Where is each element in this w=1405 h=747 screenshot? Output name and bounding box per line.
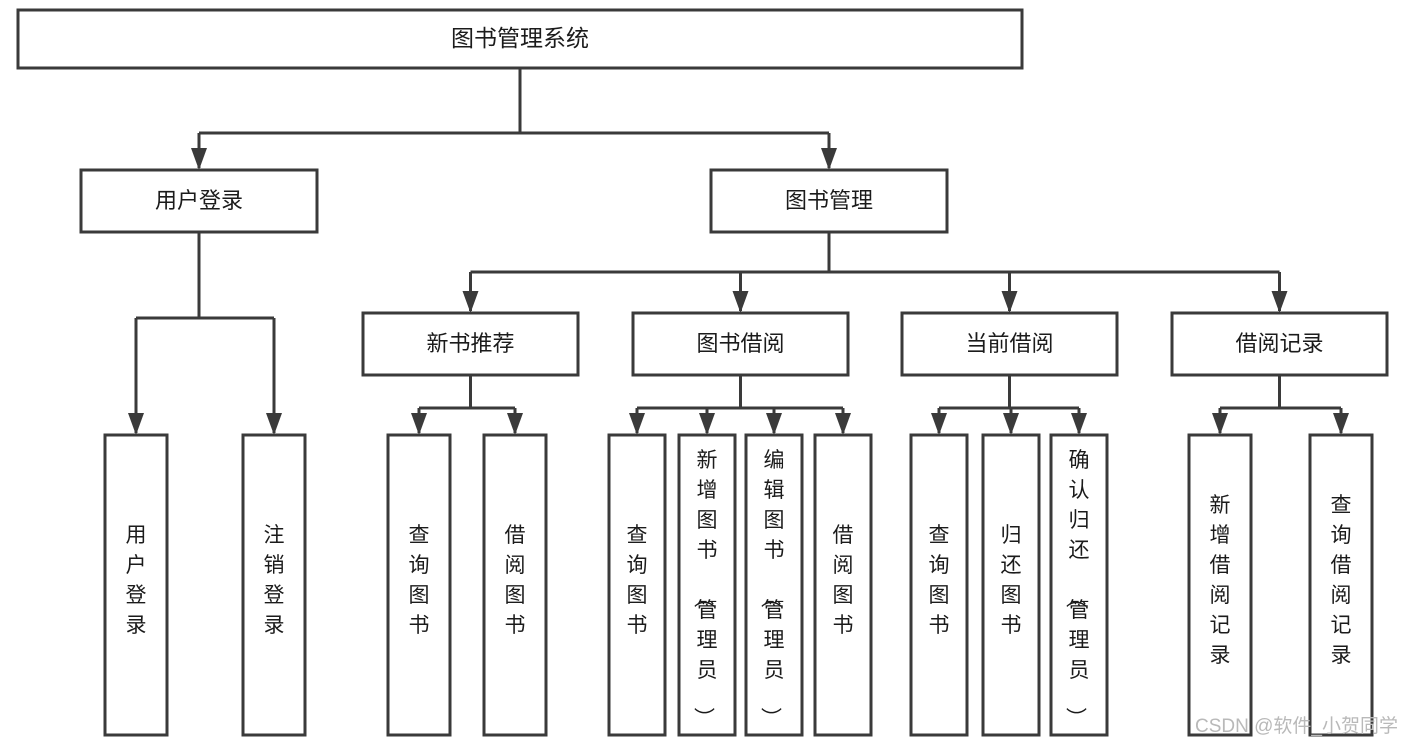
node-leaf-9-归还图书-label: 归还图书 (1001, 524, 1022, 637)
node-leaf-1-注销登录-box[interactable] (241, 433, 307, 737)
node-leaf-8-查询图书-label: 查询图书 (929, 524, 950, 637)
watermark-label: CSDN @软件_小贺同学 (1195, 715, 1398, 737)
node-l3-借阅记录[interactable]: 借阅记录 (1170, 311, 1389, 377)
node-leaf-1-注销登录-label: 注销登录 (264, 524, 285, 637)
node-leaf-0-用户登录-label: 用户登录 (126, 524, 147, 637)
node-leaf-10-确认归还管理员-label: 确认归还（管理员） (1064, 449, 1090, 728)
arrow-head-icon (1001, 291, 1018, 313)
node-leaf-5-新增图书管理员-box[interactable] (677, 433, 737, 737)
node-leaf-6-编辑图书管理员-label: 编辑图书（管理员） (759, 449, 785, 728)
node-leaf-4-查询图书-box[interactable] (607, 433, 667, 737)
node-l3-当前借阅-box[interactable] (900, 311, 1119, 377)
node-l3-新书推荐[interactable]: 新书推荐 (361, 311, 580, 377)
arrow-head-icon (1333, 413, 1349, 435)
node-leaf-1-注销登录[interactable]: 注销登录 (241, 433, 307, 737)
node-leaf-10-确认归还管理员[interactable]: 确认归还（管理员） (1049, 433, 1109, 737)
node-leaf-7-借阅图书-label: 借阅图书 (833, 524, 854, 637)
node-leaf-6-编辑图书管理员-box[interactable] (744, 433, 804, 737)
node-leaf-5-新增图书管理员-label: 新增图书（管理员） (692, 449, 718, 728)
node-l3-借阅记录-box[interactable] (1170, 311, 1389, 377)
node-root-图书管理系统-box[interactable] (16, 8, 1024, 70)
arrow-head-icon (1271, 291, 1288, 313)
arrow-head-icon (462, 291, 479, 313)
arrow-head-icon (821, 148, 837, 170)
arrow-head-icon (766, 413, 782, 435)
node-l2-用户登录-label: 用户登录 (155, 188, 243, 213)
node-root-图书管理系统-label: 图书管理系统 (451, 25, 589, 51)
arrow-head-icon (507, 413, 523, 435)
node-l2-图书管理-box[interactable] (709, 168, 949, 234)
node-l2-用户登录-box[interactable] (79, 168, 319, 234)
node-leaf-12-查询借阅记录-label: 查询借阅记录 (1331, 494, 1352, 667)
node-leaf-0-用户登录-box[interactable] (103, 433, 169, 737)
node-l3-新书推荐-box[interactable] (361, 311, 580, 377)
node-leaf-2-查询图书[interactable]: 查询图书 (386, 433, 452, 737)
arrow-head-icon (411, 413, 427, 435)
node-l2-图书管理[interactable]: 图书管理 (709, 168, 949, 234)
node-leaf-3-借阅图书-box[interactable] (482, 433, 548, 737)
node-leaf-0-用户登录[interactable]: 用户登录 (103, 433, 169, 737)
node-leaf-4-查询图书[interactable]: 查询图书 (607, 433, 667, 737)
node-l3-借阅记录-label: 借阅记录 (1235, 331, 1323, 356)
arrow-head-icon (699, 413, 715, 435)
node-layer: 图书管理系统用户登录图书管理新书推荐图书借阅当前借阅借阅记录用户登录注销登录查询… (16, 8, 1389, 737)
node-leaf-7-借阅图书-box[interactable] (813, 433, 873, 737)
node-l3-图书借阅-label: 图书借阅 (696, 331, 784, 356)
node-leaf-2-查询图书-label: 查询图书 (409, 524, 430, 637)
node-l3-当前借阅[interactable]: 当前借阅 (900, 311, 1119, 377)
node-root-图书管理系统[interactable]: 图书管理系统 (16, 8, 1024, 70)
node-l2-用户登录[interactable]: 用户登录 (79, 168, 319, 234)
node-leaf-3-借阅图书[interactable]: 借阅图书 (482, 433, 548, 737)
node-leaf-9-归还图书[interactable]: 归还图书 (981, 433, 1041, 737)
node-leaf-11-新增借阅记录-box[interactable] (1187, 433, 1253, 737)
node-leaf-5-新增图书管理员[interactable]: 新增图书（管理员） (677, 433, 737, 737)
node-leaf-9-归还图书-box[interactable] (981, 433, 1041, 737)
node-leaf-12-查询借阅记录[interactable]: 查询借阅记录 (1308, 433, 1374, 737)
connector-layer (128, 68, 1349, 435)
arrow-head-icon (128, 413, 144, 435)
arrow-head-icon (1212, 413, 1228, 435)
node-leaf-6-编辑图书管理员[interactable]: 编辑图书（管理员） (744, 433, 804, 737)
node-leaf-7-借阅图书[interactable]: 借阅图书 (813, 433, 873, 737)
arrow-head-icon (1071, 413, 1087, 435)
node-leaf-12-查询借阅记录-box[interactable] (1308, 433, 1374, 737)
node-leaf-8-查询图书[interactable]: 查询图书 (909, 433, 969, 737)
node-leaf-10-确认归还管理员-box[interactable] (1049, 433, 1109, 737)
node-leaf-11-新增借阅记录[interactable]: 新增借阅记录 (1187, 433, 1253, 737)
node-l3-图书借阅[interactable]: 图书借阅 (631, 311, 850, 377)
arrow-head-icon (931, 413, 947, 435)
node-l3-新书推荐-label: 新书推荐 (426, 331, 514, 356)
arrow-head-icon (732, 291, 749, 313)
node-l3-图书借阅-box[interactable] (631, 311, 850, 377)
node-l3-当前借阅-label: 当前借阅 (965, 331, 1053, 356)
node-leaf-8-查询图书-box[interactable] (909, 433, 969, 737)
node-leaf-4-查询图书-label: 查询图书 (627, 524, 648, 637)
arrow-head-icon (835, 413, 851, 435)
node-l2-图书管理-label: 图书管理 (785, 188, 873, 213)
node-leaf-2-查询图书-box[interactable] (386, 433, 452, 737)
arrow-head-icon (629, 413, 645, 435)
node-leaf-11-新增借阅记录-label: 新增借阅记录 (1210, 494, 1231, 667)
arrow-head-icon (191, 148, 207, 170)
arrow-head-icon (1003, 413, 1019, 435)
node-leaf-3-借阅图书-label: 借阅图书 (505, 524, 526, 637)
arrow-head-icon (266, 413, 282, 435)
